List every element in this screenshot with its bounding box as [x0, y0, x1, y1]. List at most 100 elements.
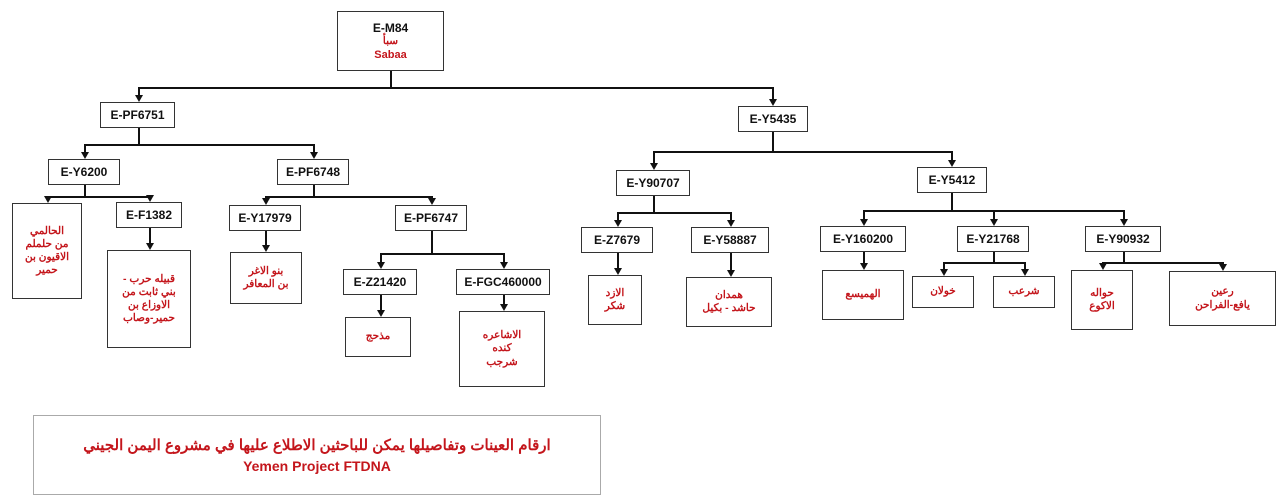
- leaf-text-line: قبيله حرب -: [123, 272, 175, 285]
- leaf-text-line: رعين: [1211, 285, 1234, 298]
- connector-line: [84, 144, 86, 153]
- connector-line: [503, 295, 505, 305]
- footer-note: ارقام العينات وتفاصيلها يمكن للباحثين ال…: [33, 415, 601, 495]
- connector-arrow: [262, 198, 270, 205]
- connector-arrow: [727, 270, 735, 277]
- connector-line: [943, 262, 1026, 264]
- connector-line: [265, 196, 433, 198]
- footer-title: ارقام العينات وتفاصيلها يمكن للباحثين ال…: [83, 437, 551, 454]
- connector-arrow: [310, 152, 318, 159]
- connector-line: [951, 193, 953, 210]
- node-e-y17979: E-Y17979: [229, 205, 301, 231]
- haplogroup-label: E-F1382: [125, 208, 173, 222]
- footer-subtitle: Yemen Project FTDNA: [243, 458, 391, 474]
- connector-line: [149, 228, 151, 244]
- latin-label: Sabaa: [374, 48, 407, 61]
- leaf-text-line: بنو الاغر: [248, 264, 284, 277]
- connector-line: [1222, 262, 1224, 265]
- connector-arrow: [1099, 263, 1107, 270]
- connector-line: [943, 262, 945, 270]
- haplogroup-label: E-Y58887: [703, 233, 757, 247]
- connector-line: [1123, 252, 1125, 262]
- connector-arrow: [44, 196, 52, 203]
- connector-line: [951, 151, 953, 161]
- connector-line: [380, 295, 382, 311]
- connector-arrow: [500, 304, 508, 311]
- node-e-pf6747: E-PF6747: [395, 205, 467, 231]
- leaf-y21768-b: شرعب: [993, 276, 1055, 308]
- haplogroup-label: E-Y5435: [749, 112, 797, 126]
- connector-line: [138, 87, 774, 89]
- haplogroup-label: E-Z7679: [593, 233, 641, 247]
- node-e-z7679: E-Z7679: [581, 227, 653, 253]
- haplogroup-label: E-Y160200: [832, 232, 894, 246]
- leaf-text-line: الاقيون بن: [24, 251, 70, 263]
- connector-arrow: [146, 243, 154, 250]
- connector-line: [1102, 262, 1224, 264]
- leaf-text-line: الهميسع: [845, 288, 881, 301]
- connector-line: [772, 87, 774, 100]
- haplogroup-label: E-Y90707: [626, 176, 680, 190]
- connector-line: [1123, 210, 1125, 220]
- connector-arrow: [614, 220, 622, 227]
- leaf-text-line: خولان: [930, 285, 956, 298]
- haplogroup-label: E-M84: [372, 21, 409, 36]
- connector-arrow: [769, 99, 777, 106]
- connector-line: [380, 253, 505, 255]
- leaf-text-line: شكر: [604, 300, 626, 312]
- leaf-y21768-a: خولان: [912, 276, 974, 308]
- connector-line: [653, 196, 655, 212]
- leaf-text-line: بني ثابت من: [122, 285, 176, 298]
- connector-arrow: [650, 163, 658, 170]
- connector-arrow: [940, 269, 948, 276]
- leaf-text-line: حواله: [1090, 286, 1114, 299]
- node-e-fgc460000: E-FGC460000: [456, 269, 550, 295]
- node-e-y5412: E-Y5412: [917, 167, 987, 193]
- node-e-z21420: E-Z21420: [343, 269, 417, 295]
- connector-line: [730, 253, 732, 271]
- connector-line: [431, 231, 433, 253]
- node-e-y160200: E-Y160200: [820, 226, 906, 252]
- connector-arrow: [990, 219, 998, 226]
- connector-line: [617, 212, 732, 214]
- leaf-text-line: بن المعافر: [243, 278, 289, 290]
- node-e-y5435: E-Y5435: [738, 106, 808, 132]
- connector-line: [265, 196, 267, 199]
- connector-arrow: [81, 152, 89, 159]
- connector-line: [380, 253, 382, 263]
- connector-line: [772, 132, 774, 151]
- connector-line: [265, 231, 267, 246]
- connector-line: [993, 252, 995, 262]
- node-e-f1382: E-F1382: [116, 202, 182, 228]
- leaf-text-line: الاكوع: [1089, 300, 1115, 312]
- connector-arrow: [860, 263, 868, 270]
- connector-arrow: [727, 220, 735, 227]
- node-e-y58887: E-Y58887: [691, 227, 769, 253]
- connector-arrow: [1120, 219, 1128, 226]
- node-e-pf6748: E-PF6748: [277, 159, 349, 185]
- node-e-y21768: E-Y21768: [957, 226, 1029, 252]
- leaf-text-line: شرعب: [1008, 285, 1040, 298]
- connector-line: [653, 151, 655, 164]
- connector-line: [1024, 262, 1026, 270]
- connector-line: [313, 185, 315, 196]
- connector-arrow: [428, 198, 436, 205]
- connector-arrow: [1021, 269, 1029, 276]
- connector-line: [47, 196, 151, 198]
- leaf-text-line: حمير: [36, 264, 58, 277]
- haplogroup-label: E-PF6748: [285, 165, 341, 179]
- connector-arrow: [614, 268, 622, 275]
- haplogroup-label: E-Y6200: [60, 165, 108, 179]
- connector-line: [863, 252, 865, 264]
- leaf-text-line: الاوزاع بن: [127, 299, 171, 311]
- leaf-text-line: كنده: [492, 342, 512, 355]
- arabic-label: سبأ: [382, 35, 399, 48]
- connector-line: [730, 212, 732, 221]
- connector-line: [993, 210, 995, 220]
